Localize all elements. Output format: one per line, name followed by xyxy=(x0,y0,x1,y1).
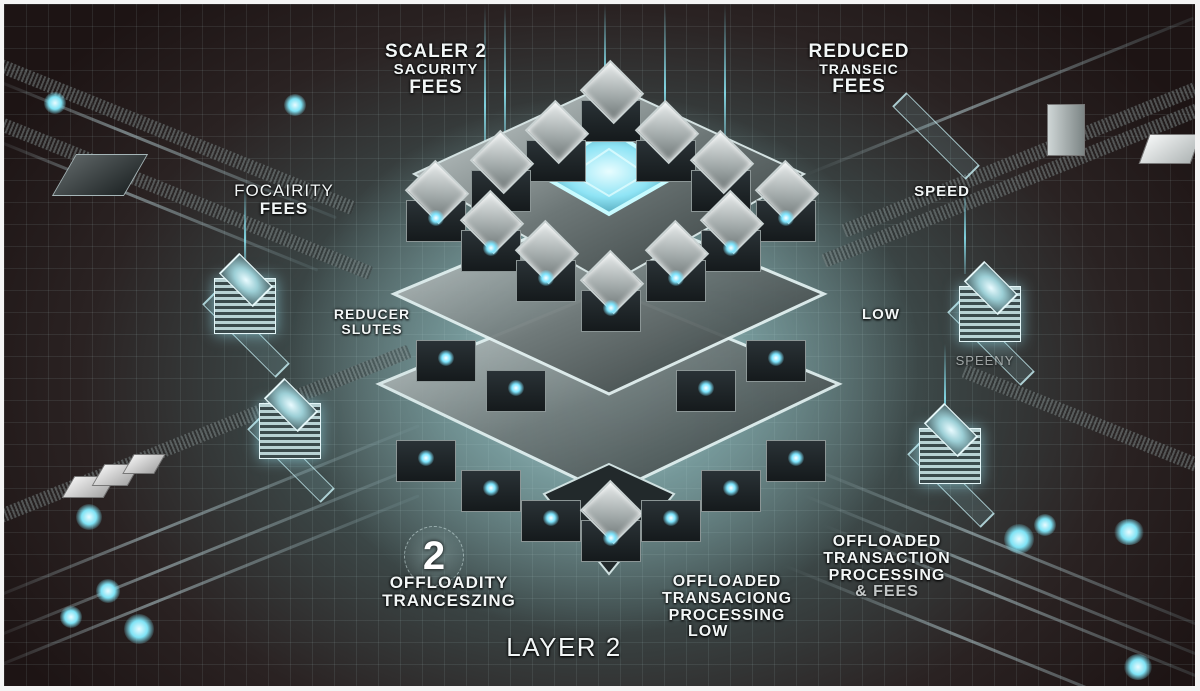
cube xyxy=(579,59,645,142)
cube xyxy=(764,414,826,482)
cube xyxy=(484,344,546,412)
label-top-right: REDUCED TRANSEIC FEES xyxy=(808,41,910,97)
label-top-left: SCALER 2 SACURITY FEES xyxy=(385,41,487,98)
cube xyxy=(519,474,581,542)
label-bottom-left: OFFLOADITY TRANCESZING xyxy=(382,573,516,610)
cube xyxy=(674,344,736,412)
cube xyxy=(634,99,700,182)
cube xyxy=(754,159,820,242)
cube xyxy=(524,99,590,182)
cube xyxy=(644,219,710,302)
label-bottom-right: OFFLOADED TRANSACTION PROCESSING & FEES xyxy=(823,533,951,601)
label-right-middle: LOW xyxy=(862,306,900,323)
layer-number-badge: 2 xyxy=(404,526,464,586)
cube xyxy=(744,314,806,382)
chip-right-screen xyxy=(1138,134,1195,164)
cube xyxy=(639,474,701,542)
cube xyxy=(699,189,765,272)
cube xyxy=(579,249,645,332)
cube xyxy=(394,414,456,482)
title-layer-2: LAYER 2 xyxy=(506,632,622,662)
cube xyxy=(459,189,525,272)
label-right-faded: SPEENY xyxy=(955,353,1015,368)
cube xyxy=(689,129,755,212)
cube xyxy=(414,314,476,382)
label-bottom-center: OFFLOADED TRANSACIONG PROCESSING LOW xyxy=(661,573,793,641)
cube xyxy=(404,159,470,242)
cube xyxy=(699,444,761,512)
central-cube-structure xyxy=(374,59,844,584)
chip-right-block xyxy=(1047,104,1085,156)
cube xyxy=(469,129,535,212)
illustration-canvas: SCALER 2 SACURITY FEES REDUCED TRANSEIC … xyxy=(4,4,1195,686)
label-left-upper: FOCAIRITY FEES xyxy=(234,181,334,218)
cube xyxy=(579,479,645,562)
label-right-upper: SPEED xyxy=(914,183,970,200)
cube xyxy=(459,444,521,512)
cube xyxy=(514,219,580,302)
label-left-middle: REDUCER SLUTES xyxy=(333,306,411,337)
